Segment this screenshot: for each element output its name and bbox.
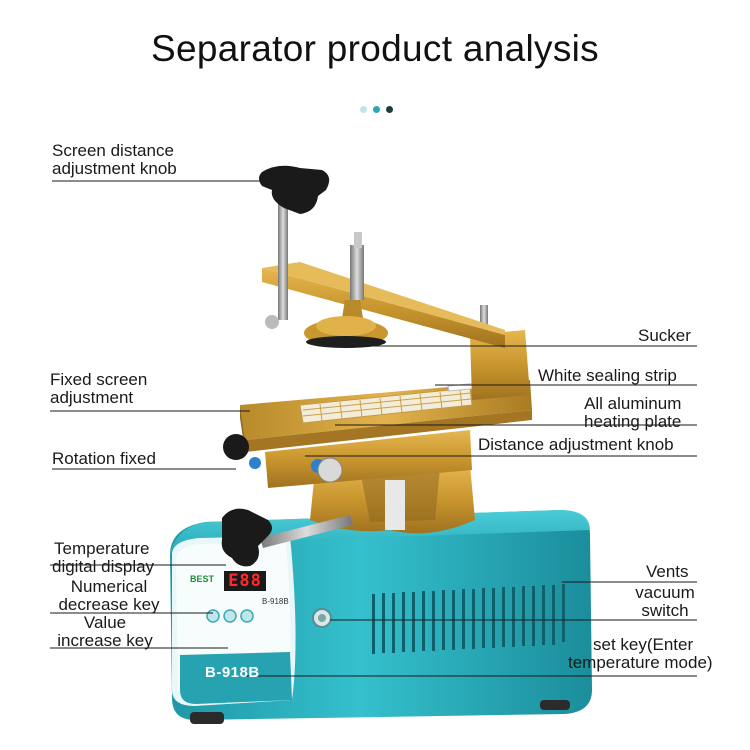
top-arm: [262, 232, 505, 348]
label-line: increase key: [57, 631, 153, 650]
label-fixed-screen-adjustment: Fixed screen adjustment: [50, 371, 147, 407]
label-vacuum-switch: vacuum switch: [628, 584, 702, 620]
dot-2: [373, 106, 380, 113]
label-line: adjustment knob: [52, 159, 177, 178]
label-set-key: set key(Enter temperature mode): [568, 636, 713, 672]
front-knob-assembly: [221, 508, 353, 567]
label-line: switch: [641, 601, 689, 620]
label-line: digital display: [52, 557, 155, 576]
label-white-sealing-strip: White sealing strip: [538, 366, 677, 385]
label-distance-adjustment-knob: Distance adjustment knob: [478, 435, 674, 454]
label-line: vacuum: [635, 583, 695, 602]
model-label: B-918B: [205, 664, 260, 681]
label-line: All aluminum: [584, 394, 682, 413]
heating-plate: [223, 378, 532, 488]
top-knob-assembly: [259, 165, 330, 329]
gold-support: [310, 465, 475, 534]
vertical-post: [470, 305, 530, 400]
temperature-display: E88: [224, 571, 266, 591]
label-line: heating plate: [584, 412, 682, 431]
label-aluminum-heating-plate: All aluminum heating plate: [584, 395, 681, 431]
label-line: adjustment: [50, 388, 134, 407]
label-rotation-fixed: Rotation fixed: [52, 449, 156, 468]
label-line: decrease key: [58, 595, 160, 614]
page-title: Separator product analysis: [151, 28, 599, 69]
label-line: Screen distance: [52, 141, 174, 160]
panel-model-label: B-918B: [262, 597, 289, 606]
dot-1: [360, 106, 367, 113]
label-line: set key(Enter: [593, 635, 694, 654]
label-value-increase-key: Value increase key: [50, 614, 160, 650]
label-vents: Vents: [646, 562, 689, 581]
label-sucker: Sucker: [638, 326, 691, 345]
brand-logo: BEST: [190, 574, 215, 584]
label-line: temperature mode): [568, 653, 713, 672]
label-numerical-decrease-key: Numerical decrease key: [50, 578, 168, 614]
label-line: Fixed screen: [50, 370, 148, 389]
label-line: Numerical: [70, 577, 148, 596]
label-screen-distance-knob: Screen distance adjustment knob: [52, 142, 177, 178]
leader-lines: [50, 180, 697, 677]
machine-base: [170, 510, 592, 724]
label-line: Temperature: [54, 539, 150, 558]
label-temperature-display: Temperature digital display: [52, 540, 154, 576]
label-line: Value: [83, 613, 127, 632]
dot-3: [386, 106, 393, 113]
